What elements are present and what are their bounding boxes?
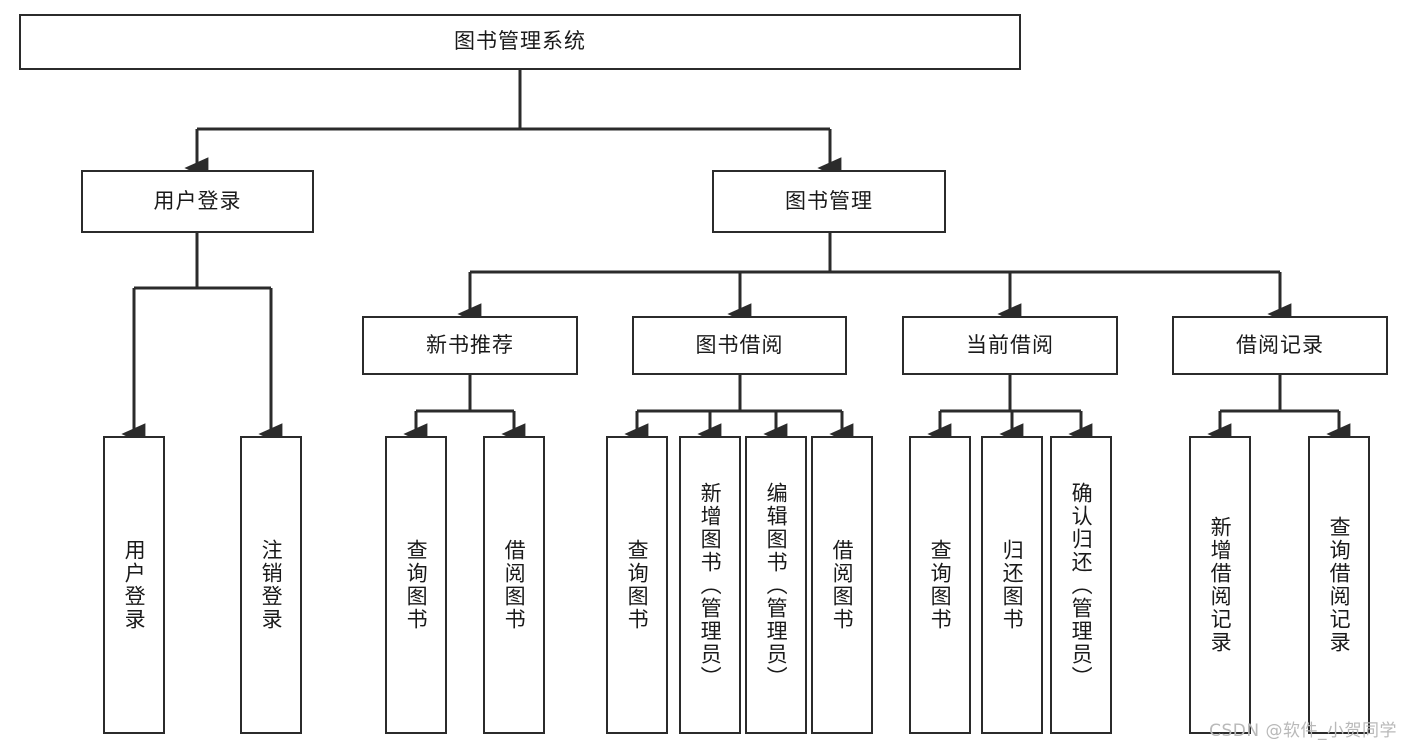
leaf-add-book-admin[interactable]: 新增图书（管理员） (679, 436, 741, 734)
node-borrowing-records[interactable]: 借阅记录 (1172, 316, 1388, 375)
node-book-borrowing[interactable]: 图书借阅 (632, 316, 847, 375)
node-label: 确认归还（管理员） (1069, 481, 1094, 689)
leaf-logout-login[interactable]: 注销登录 (240, 436, 302, 734)
leaf-edit-book-admin[interactable]: 编辑图书（管理员） (745, 436, 807, 734)
node-label: 查询图书 (625, 539, 650, 631)
node-label: 编辑图书（管理员） (764, 481, 789, 689)
node-label: 新书推荐 (426, 332, 514, 357)
node-label: 借阅图书 (502, 539, 527, 631)
node-label: 新增借阅记录 (1208, 516, 1233, 654)
node-label: 用户登录 (153, 188, 242, 213)
node-label: 查询图书 (928, 539, 953, 631)
node-label: 借阅图书 (830, 539, 855, 631)
node-user-login[interactable]: 用户登录 (81, 170, 314, 233)
leaf-query-borrow-record[interactable]: 查询借阅记录 (1308, 436, 1370, 734)
leaf-add-borrow-record[interactable]: 新增借阅记录 (1189, 436, 1251, 734)
node-label: 借阅记录 (1236, 332, 1324, 357)
node-label: 图书借阅 (695, 332, 784, 357)
leaf-return-books[interactable]: 归还图书 (981, 436, 1043, 734)
leaf-confirm-return-admin[interactable]: 确认归还（管理员） (1050, 436, 1112, 734)
leaf-borrow-books-new-recommend[interactable]: 借阅图书 (483, 436, 545, 734)
node-label: 归还图书 (1000, 539, 1025, 631)
node-label: 查询借阅记录 (1327, 516, 1352, 654)
leaf-query-books-current[interactable]: 查询图书 (909, 436, 971, 734)
node-label: 注销登录 (259, 539, 284, 631)
node-label: 新增图书（管理员） (698, 481, 723, 689)
node-label: 图书管理系统 (454, 29, 586, 54)
node-book-management[interactable]: 图书管理 (712, 170, 946, 233)
node-label: 当前借阅 (966, 332, 1054, 357)
node-label: 查询图书 (404, 539, 429, 631)
leaf-user-login[interactable]: 用户登录 (103, 436, 165, 734)
node-current-borrowing[interactable]: 当前借阅 (902, 316, 1118, 375)
leaf-query-books-borrowing[interactable]: 查询图书 (606, 436, 668, 734)
node-label: 图书管理 (785, 188, 873, 213)
csdn-watermark: CSDN @软件_小贺同学 (1209, 721, 1397, 741)
leaf-query-books-new-recommend[interactable]: 查询图书 (385, 436, 447, 734)
node-root-book-management-system[interactable]: 图书管理系统 (19, 14, 1021, 70)
node-label: 用户登录 (122, 539, 147, 631)
leaf-borrow-books-borrowing[interactable]: 借阅图书 (811, 436, 873, 734)
node-new-book-recommendation[interactable]: 新书推荐 (362, 316, 578, 375)
